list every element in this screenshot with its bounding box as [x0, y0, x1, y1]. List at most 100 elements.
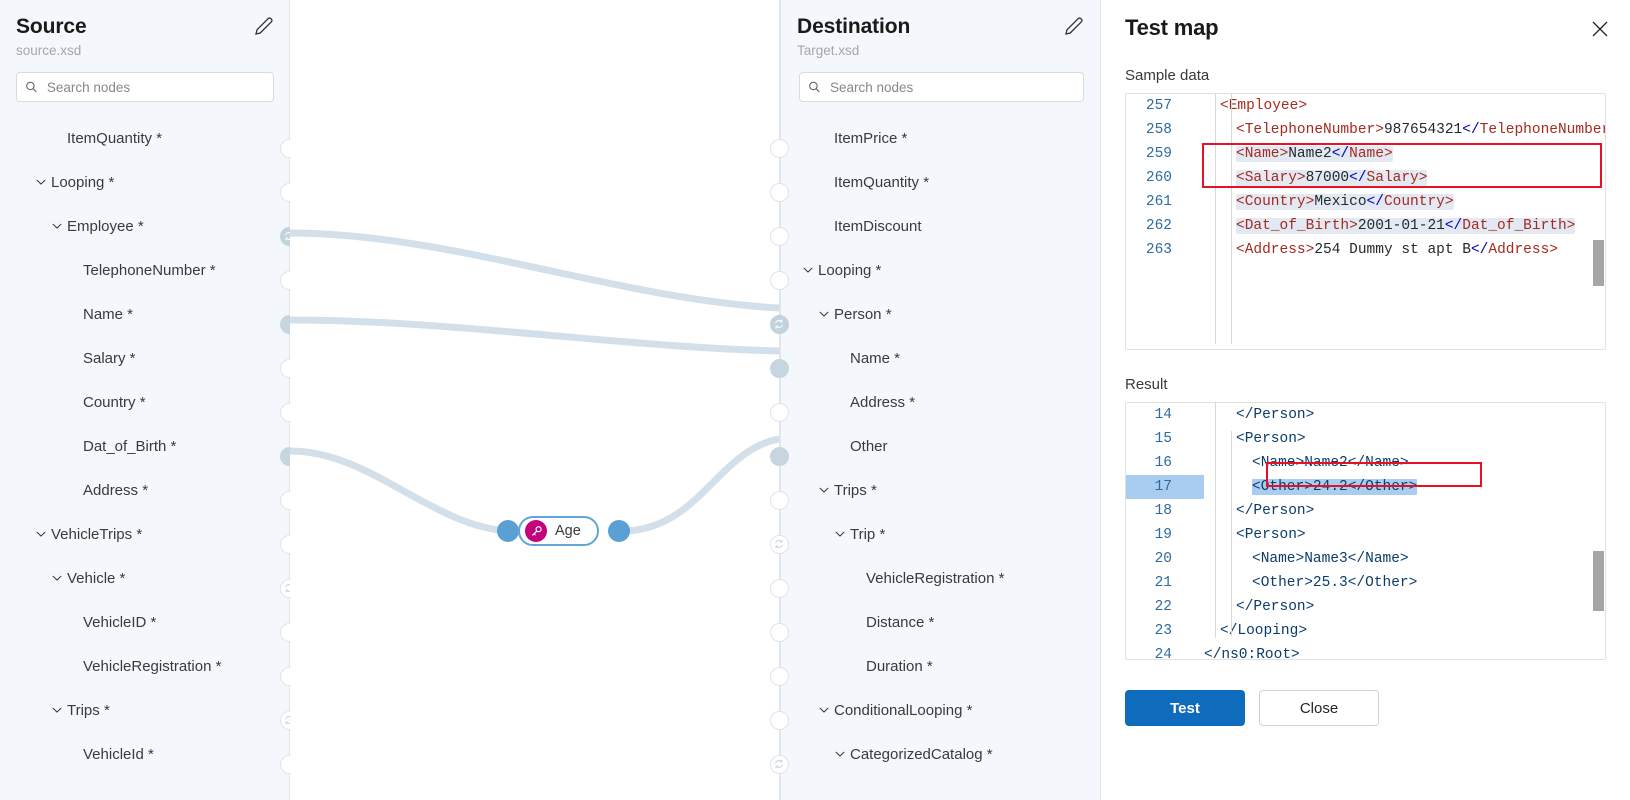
sample-data-editor[interactable]: 257<Employee>258<TelephoneNumber>9876543…: [1125, 93, 1606, 350]
tree-node-duration[interactable]: Duration *: [781, 644, 1100, 688]
connector-handle-vehicleid[interactable]: [279, 754, 290, 774]
gutter-spacer: [1182, 190, 1204, 214]
tree-node-vehicleregistration[interactable]: VehicleRegistration *: [0, 644, 290, 688]
connector-handle-itemprice[interactable]: [769, 138, 789, 158]
tree-node-looping[interactable]: Looping *: [781, 248, 1100, 292]
tree-node-itemdiscount[interactable]: ItemDiscount: [781, 204, 1100, 248]
connector-handle-itemdiscount[interactable]: [769, 226, 789, 246]
connector-handle-looping[interactable]: [769, 270, 789, 290]
tree-node-looping[interactable]: Looping *: [0, 160, 290, 204]
chevron-down-icon[interactable]: [833, 747, 847, 761]
connector-handle-country[interactable]: [279, 402, 290, 422]
result-scrollbar[interactable]: [1593, 551, 1604, 611]
connector-handle-conditionallooping[interactable]: [769, 710, 789, 730]
code-line: 18</Person>: [1126, 499, 1605, 523]
tree-node-employee[interactable]: Employee *: [0, 204, 290, 248]
tree-node-conditionallooping[interactable]: ConditionalLooping *: [781, 688, 1100, 732]
function-node-age[interactable]: Age: [518, 516, 599, 546]
tree-node-trip[interactable]: Trip *: [781, 512, 1100, 556]
tree-node-vehicleregistration[interactable]: VehicleRegistration *: [781, 556, 1100, 600]
sample-data-scrollbar[interactable]: [1593, 240, 1604, 286]
chevron-down-icon[interactable]: [50, 571, 64, 585]
tree-indent-spacer: [66, 483, 80, 497]
code-line: 16<Name>Name2</Name>: [1126, 451, 1605, 475]
tree-node-vehicleid[interactable]: VehicleID *: [0, 600, 290, 644]
connector-handle-name[interactable]: [279, 314, 290, 334]
tree-node-telephonenumber[interactable]: TelephoneNumber *: [0, 248, 290, 292]
close-icon[interactable]: [1588, 17, 1612, 41]
connector-handle-looping[interactable]: [279, 182, 290, 202]
chevron-down-icon[interactable]: [817, 703, 831, 717]
tree-node-address[interactable]: Address *: [0, 468, 290, 512]
search-icon: [809, 81, 820, 93]
tree-node-distance[interactable]: Distance *: [781, 600, 1100, 644]
connector-handle-dat_of_birth[interactable]: [279, 446, 290, 466]
tree-node-vehicleid[interactable]: VehicleId *: [0, 732, 290, 776]
chevron-down-icon[interactable]: [817, 483, 831, 497]
tree-node-person[interactable]: Person *: [781, 292, 1100, 336]
tree-node-vehicle[interactable]: Vehicle *: [0, 556, 290, 600]
tree-node-itemprice[interactable]: ItemPrice *: [781, 116, 1100, 160]
chevron-down-icon[interactable]: [34, 175, 48, 189]
connector-handle-vehicle[interactable]: [279, 578, 290, 598]
pencil-icon[interactable]: [1062, 14, 1086, 38]
chevron-down-icon[interactable]: [817, 307, 831, 321]
tree-node-trips[interactable]: Trips *: [781, 468, 1100, 512]
connector-handle-address[interactable]: [769, 402, 789, 422]
result-editor[interactable]: 14</Person>15<Person>16<Name>Name2</Name…: [1125, 402, 1606, 660]
function-input-dot[interactable]: [497, 520, 519, 542]
destination-search-box[interactable]: [799, 72, 1084, 102]
source-search-input[interactable]: [44, 78, 265, 96]
connector-handle-address[interactable]: [279, 490, 290, 510]
chevron-down-icon[interactable]: [50, 703, 64, 717]
connector-handle-other[interactable]: [769, 446, 789, 466]
chevron-down-icon[interactable]: [833, 527, 847, 541]
chevron-down-icon[interactable]: [50, 219, 64, 233]
tree-node-itemquantity[interactable]: ItemQuantity *: [781, 160, 1100, 204]
connector-handle-categorizedcatalog[interactable]: [769, 754, 789, 774]
tree-node-other[interactable]: Other: [781, 424, 1100, 468]
connector-handle-itemquantity[interactable]: [769, 182, 789, 202]
function-node-label: Age: [555, 523, 581, 539]
connector-handle-person[interactable]: [769, 314, 789, 334]
connector-handle-duration[interactable]: [769, 666, 789, 686]
tree-node-name[interactable]: Name *: [0, 292, 290, 336]
connector-handle-vehicleregistration[interactable]: [769, 578, 789, 598]
tree-node-country[interactable]: Country *: [0, 380, 290, 424]
indent-guide: [1231, 94, 1232, 344]
tree-node-name[interactable]: Name *: [781, 336, 1100, 380]
test-button[interactable]: Test: [1125, 690, 1245, 726]
close-button[interactable]: Close: [1259, 690, 1379, 726]
tree-node-address[interactable]: Address *: [781, 380, 1100, 424]
tree-node-categorizedcatalog[interactable]: CategorizedCatalog *: [781, 732, 1100, 776]
tree-node-dat_of_birth[interactable]: Dat_of_Birth *: [0, 424, 290, 468]
connector-handle-name[interactable]: [769, 358, 789, 378]
pencil-icon[interactable]: [252, 14, 276, 38]
chevron-down-icon[interactable]: [801, 263, 815, 277]
chevron-down-icon[interactable]: [34, 527, 48, 541]
tree-indent-spacer: [66, 615, 80, 629]
destination-search-input[interactable]: [827, 78, 1075, 96]
connector-handle-trips[interactable]: [279, 710, 290, 730]
code-text: <Employee>: [1220, 98, 1308, 114]
connector-handle-salary[interactable]: [279, 358, 290, 378]
tree-node-label: Salary *: [83, 349, 136, 367]
connector-handle-trip[interactable]: [769, 534, 789, 554]
connector-handle-distance[interactable]: [769, 622, 789, 642]
connector-handle-vehicleid[interactable]: [279, 622, 290, 642]
connector-handle-employee[interactable]: [279, 226, 290, 246]
tree-node-itemquantity[interactable]: ItemQuantity *: [0, 116, 290, 160]
connector-handle-telephonenumber[interactable]: [279, 270, 290, 290]
function-output-dot[interactable]: [608, 520, 630, 542]
connector-handle-trips[interactable]: [769, 490, 789, 510]
connector-handle-vehicletrips[interactable]: [279, 534, 290, 554]
code-text: </Person>: [1236, 503, 1315, 519]
tree-node-vehicletrips[interactable]: VehicleTrips *: [0, 512, 290, 556]
tree-node-salary[interactable]: Salary *: [0, 336, 290, 380]
connector-handle-vehicleregistration[interactable]: [279, 666, 290, 686]
mapping-canvas[interactable]: Age: [290, 0, 780, 800]
source-search-box[interactable]: [16, 72, 274, 102]
destination-filename: Target.xsd: [797, 43, 860, 58]
tree-node-trips[interactable]: Trips *: [0, 688, 290, 732]
connector-handle-itemquantity[interactable]: [279, 138, 290, 158]
